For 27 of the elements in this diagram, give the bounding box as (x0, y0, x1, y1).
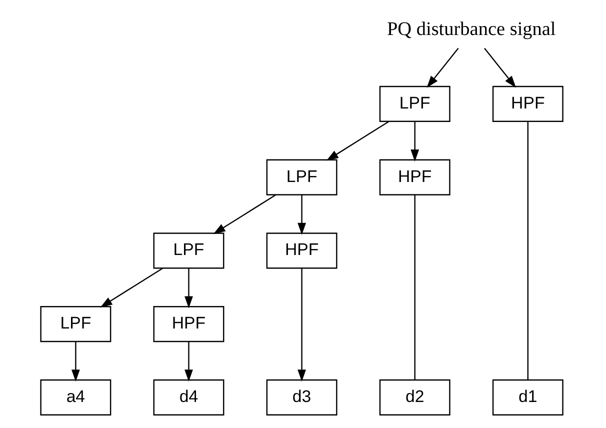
node-box: LPF (379, 86, 450, 122)
node-box: LPF (153, 232, 224, 269)
arrow (184, 342, 193, 382)
node-box: LPF (40, 306, 112, 342)
arrow (298, 194, 306, 235)
node-box: HPF (492, 86, 564, 122)
node-box: d2 (379, 379, 450, 416)
arrow (184, 268, 193, 308)
node-box: LPF (266, 159, 338, 196)
arrow (298, 268, 306, 382)
connector (527, 122, 528, 380)
node-text: PQ disturbance signal (386, 19, 556, 40)
node-box: d4 (153, 379, 224, 416)
arrow (484, 48, 516, 88)
arrow (71, 342, 80, 382)
arrow (213, 194, 276, 234)
node-box: HPF (153, 306, 224, 342)
node-box: HPF (379, 159, 450, 196)
connector (414, 194, 416, 380)
node-box: d3 (266, 379, 338, 416)
arrow (410, 122, 420, 162)
arrow (426, 48, 459, 88)
node-box: HPF (266, 232, 338, 269)
arrow (326, 121, 389, 161)
arrow (100, 268, 163, 308)
node-box: a4 (40, 379, 112, 416)
node-box: d1 (492, 379, 564, 416)
